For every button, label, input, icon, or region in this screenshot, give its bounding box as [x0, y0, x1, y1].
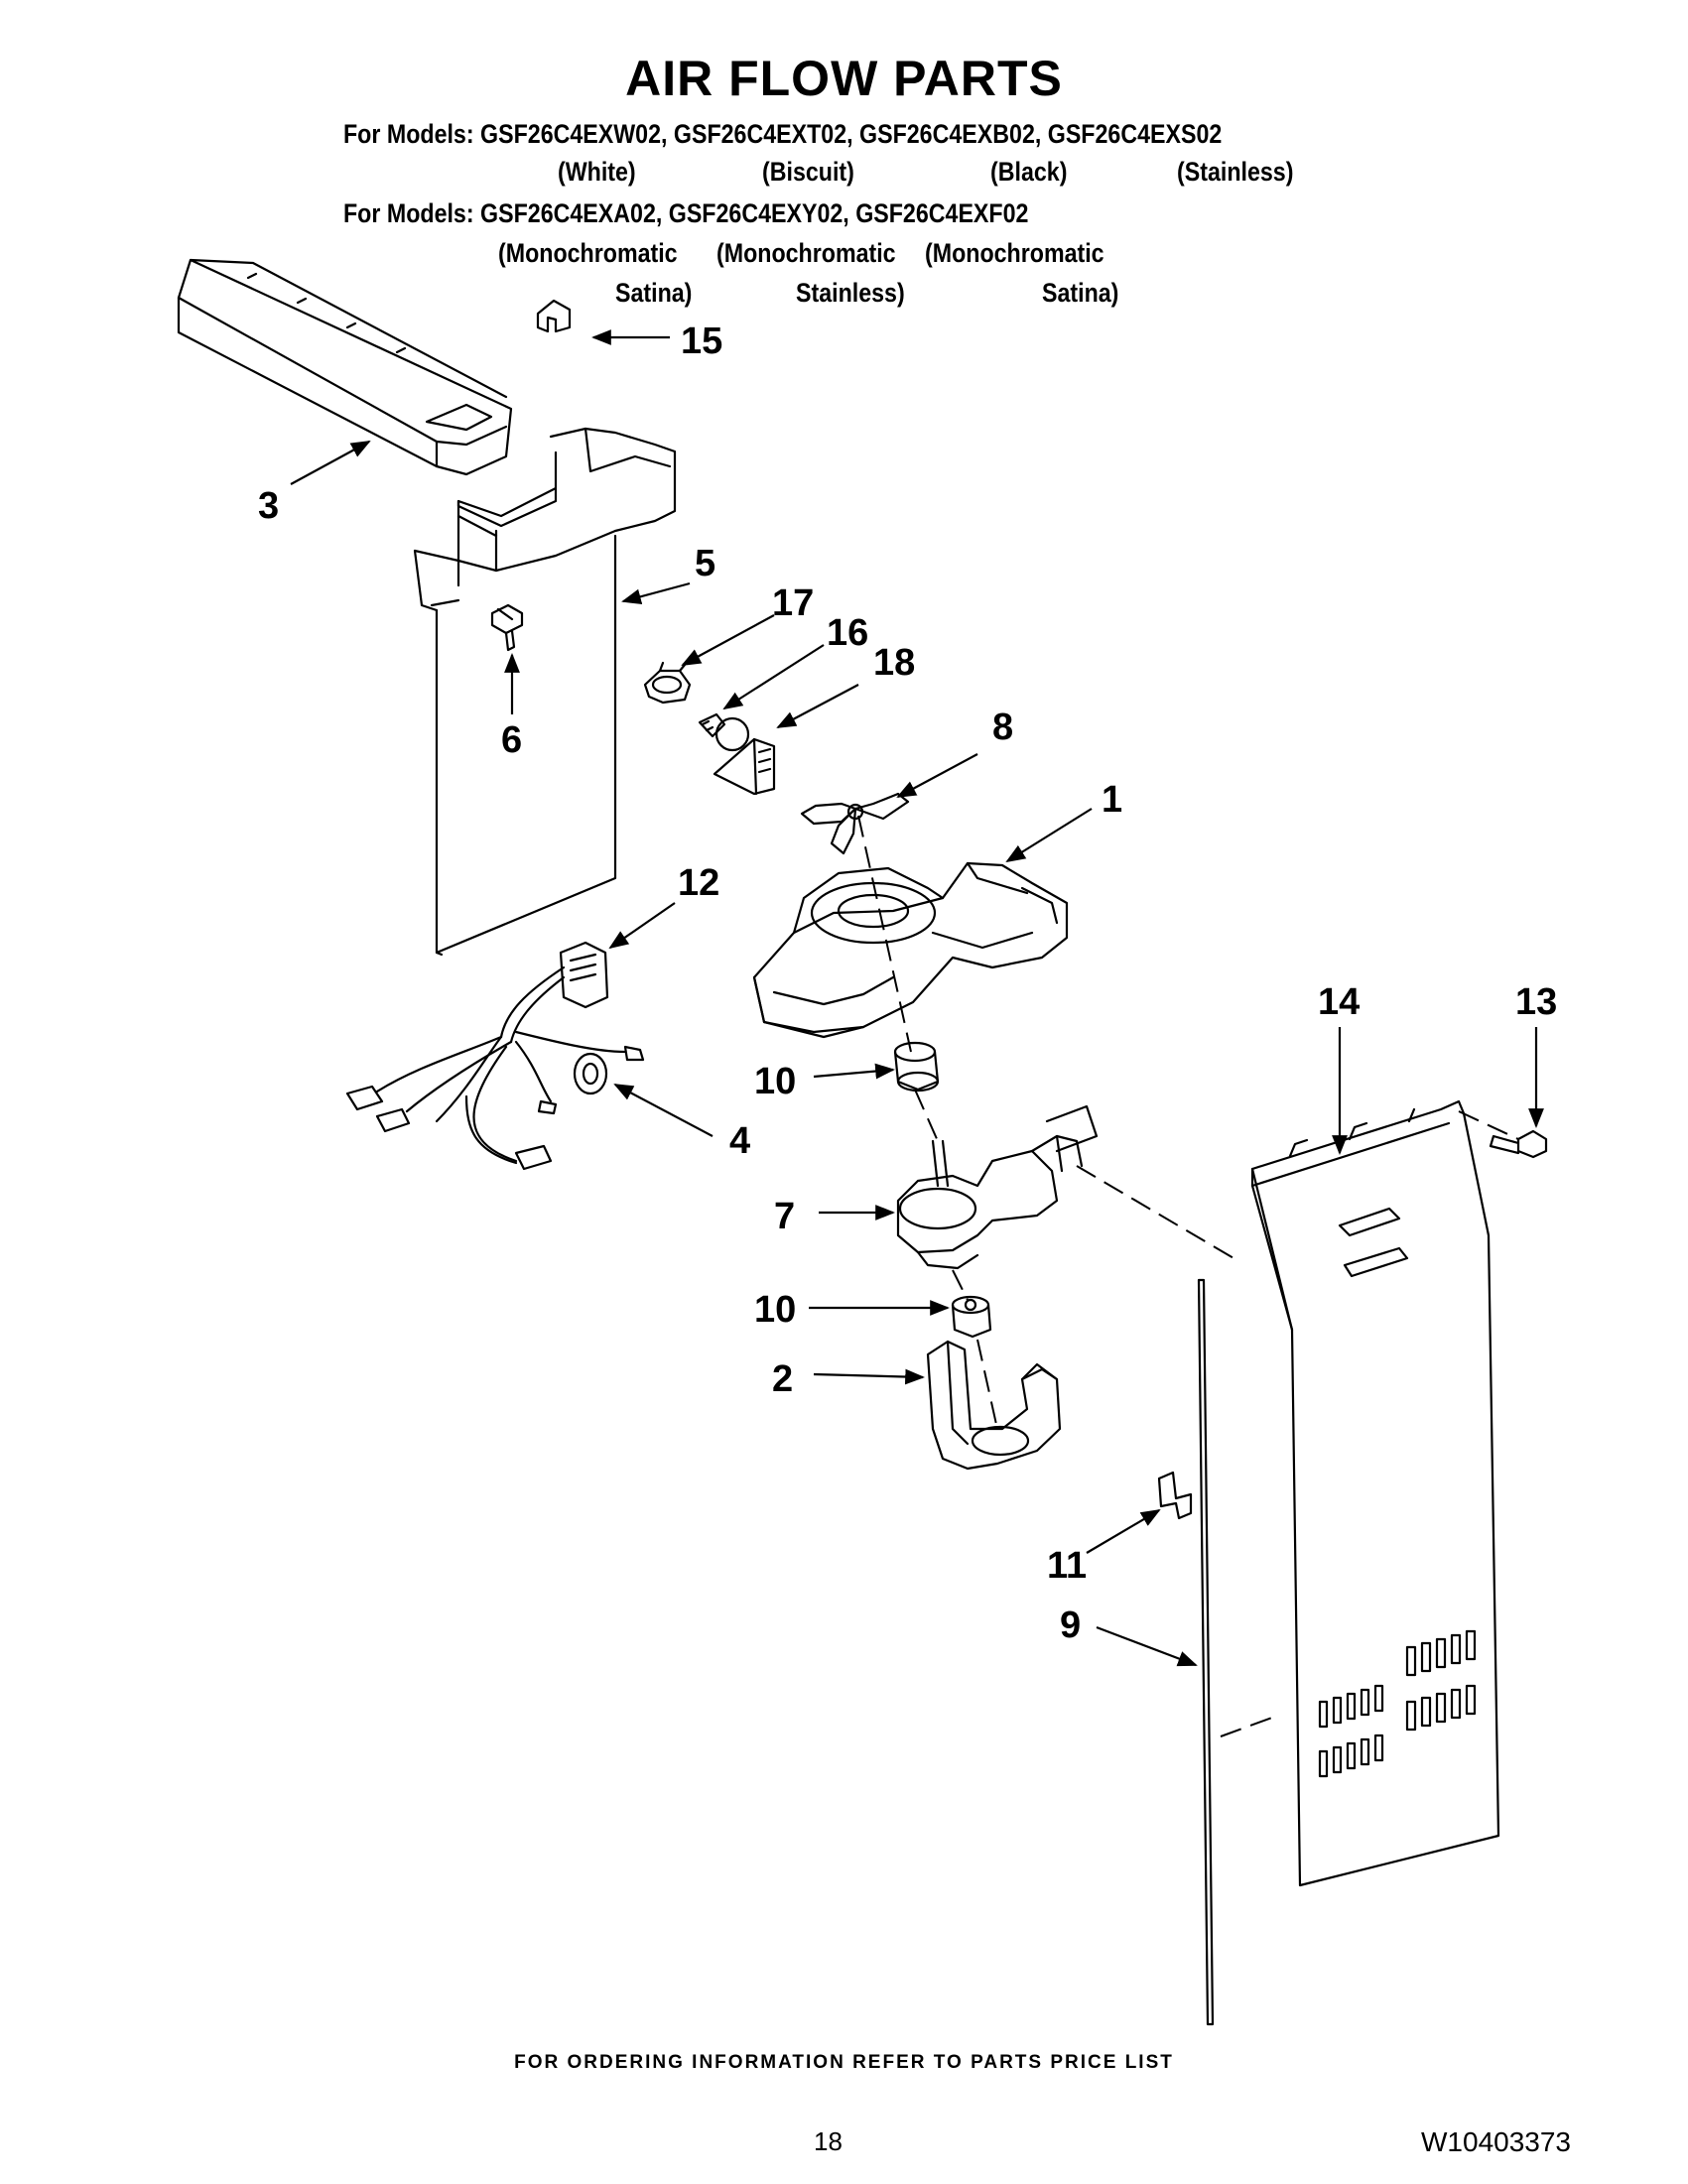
color-mono-1a: (Monochromatic	[498, 238, 678, 268]
color-mono-3a: (Monochromatic	[925, 238, 1104, 268]
callout-3: 3	[258, 485, 279, 527]
models-header-1: For Models: GSF26C4EXW02, GSF26C4EXT02, …	[343, 119, 1222, 150]
color-mono-2a: (Monochromatic	[716, 238, 896, 268]
color-mono-2b: Stainless)	[796, 278, 905, 308]
part-6-screw	[490, 603, 524, 652]
callout-15: 15	[681, 321, 722, 362]
part-13-screw	[1489, 1129, 1548, 1159]
document-number: W10403373	[1421, 2126, 1572, 2157]
callout-labels: 1 2 3 4 5 6 7 8 9 10 10 11 12 13 14 15 1…	[258, 321, 1557, 1646]
callout-10-upper: 10	[754, 1061, 796, 1102]
vent-slots-lower-left	[1318, 1684, 1384, 1778]
callout-2: 2	[772, 1358, 793, 1400]
part-17-lamp-socket	[643, 661, 692, 705]
callout-9: 9	[1060, 1605, 1081, 1646]
models-prefix-1: For Models:	[343, 119, 474, 149]
part-11-clip	[1157, 1471, 1193, 1520]
callout-10-lower: 10	[754, 1289, 796, 1331]
vent-slots-upper-right	[1405, 1629, 1477, 1732]
part-4-grommet	[573, 1052, 608, 1095]
callout-6: 6	[501, 719, 522, 761]
color-biscuit: (Biscuit)	[762, 157, 854, 187]
callout-16: 16	[827, 612, 868, 654]
part-1-fan-housing	[752, 861, 1069, 1039]
models-list-1: GSF26C4EXW02, GSF26C4EXT02, GSF26C4EXB02…	[480, 119, 1223, 149]
callout-14: 14	[1318, 981, 1360, 1023]
callout-12: 12	[678, 862, 719, 904]
part-16-bulb	[698, 712, 750, 752]
color-mono-3b: Satina)	[1042, 278, 1119, 308]
callout-17: 17	[772, 582, 814, 624]
part-5-air-tower	[413, 427, 677, 957]
color-white: (White)	[558, 157, 636, 187]
page-title: AIR FLOW PARTS	[625, 51, 1063, 106]
callout-11: 11	[1047, 1545, 1087, 1587]
part-3-duct-cover	[177, 258, 513, 476]
models-header-2: For Models: GSF26C4EXA02, GSF26C4EXY02, …	[343, 198, 1028, 229]
part-7-fan-motor	[896, 1104, 1099, 1270]
page-number: 18	[814, 2126, 843, 2156]
models-prefix-2: For Models:	[343, 198, 474, 228]
models-list-2: GSF26C4EXA02, GSF26C4EXY02, GSF26C4EXF02	[480, 198, 1029, 228]
color-stainless: (Stainless)	[1177, 157, 1294, 187]
part-9-gasket-strip	[1197, 1278, 1215, 2026]
callout-4: 4	[729, 1120, 750, 1162]
part-8-fan-blade	[800, 792, 910, 855]
callout-8: 8	[992, 707, 1013, 748]
color-black: (Black)	[990, 157, 1068, 187]
callout-1: 1	[1102, 779, 1122, 821]
ordering-info-footer: FOR ORDERING INFORMATION REFER TO PARTS …	[514, 2052, 1174, 2073]
part-2-motor-bracket	[926, 1340, 1062, 1471]
part-18-lamp-shield	[713, 737, 776, 796]
assembly-lines	[857, 815, 1519, 1737]
callout-18: 18	[873, 642, 915, 684]
callout-7: 7	[774, 1196, 795, 1237]
color-mono-1b: Satina)	[615, 278, 693, 308]
leader-arrows	[290, 329, 1544, 1667]
part-15-clip	[536, 299, 572, 333]
callout-13: 13	[1515, 981, 1557, 1023]
part-14-duct-panel	[1250, 1099, 1500, 1887]
part-10-grommet-lower	[951, 1295, 992, 1339]
part-10-grommet-upper	[893, 1041, 940, 1092]
part-12-wire-harness	[345, 941, 645, 1171]
callout-5: 5	[695, 543, 715, 584]
